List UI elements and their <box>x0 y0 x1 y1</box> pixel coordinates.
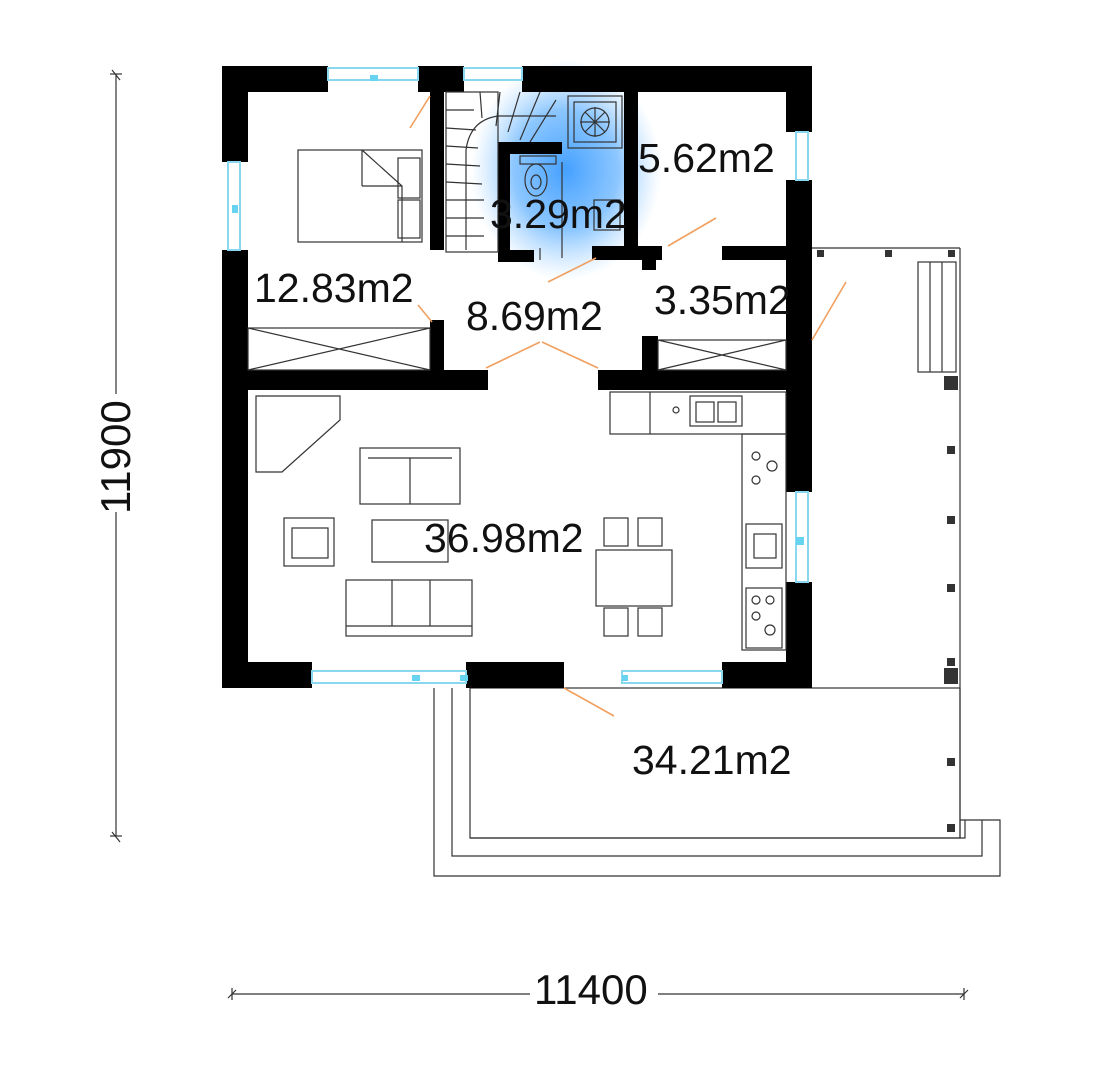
wc-highlight <box>471 60 661 280</box>
furniture <box>247 91 787 651</box>
living-area-label: 36.98m2 <box>424 515 584 561</box>
width-dimension-label: 11400 <box>534 966 648 1013</box>
height-dimension-label: 11900 <box>92 400 139 514</box>
door-swings <box>409 95 847 717</box>
hall-area-label: 8.69m2 <box>466 293 603 339</box>
bathroom-area-label: 5.62m2 <box>638 135 775 181</box>
walls <box>222 66 812 688</box>
dimension-lines <box>110 69 969 1000</box>
terrace-posts <box>817 250 958 832</box>
terrace-outline <box>433 247 1001 877</box>
bedroom-area-label: 12.83m2 <box>254 265 414 311</box>
wc-area-label: 3.29m2 <box>490 191 627 237</box>
storage-area-label: 3.35m2 <box>654 277 791 323</box>
window-markers <box>232 75 804 681</box>
terrace-area-label: 34.21m2 <box>632 737 792 783</box>
